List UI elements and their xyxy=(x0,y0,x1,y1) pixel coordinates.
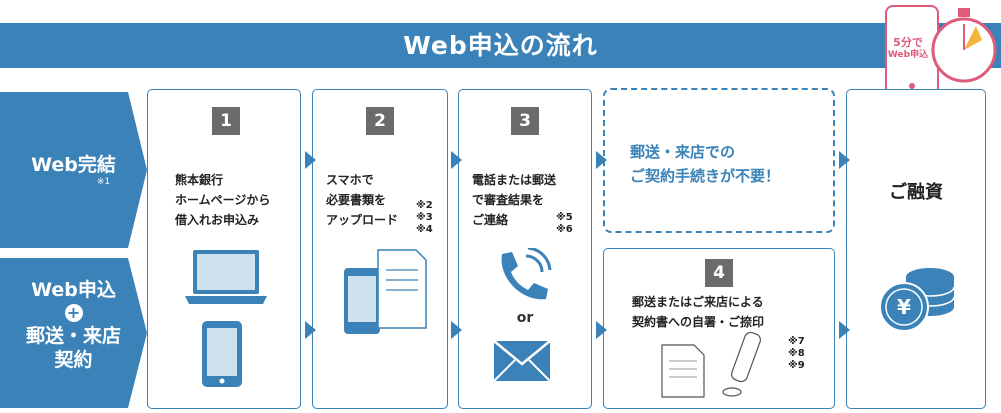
no-procedure-text: 郵送・来店での ご契約手続きが不要！ xyxy=(630,143,781,185)
step-4-number: 4 xyxy=(705,259,733,287)
step-3-number: 3 xyxy=(511,107,539,135)
web-complete-note: ※1 xyxy=(96,177,111,187)
final-loan-panel xyxy=(846,89,986,409)
step-1-text: 熊本銀行ホームページから借入れお申込み xyxy=(175,173,271,227)
web-complete-label: Web完結 xyxy=(31,154,116,176)
seal-stamp-icon xyxy=(722,331,761,397)
mail-store-label: 郵送・来店 xyxy=(25,325,121,347)
final-loan-label: ご融資 xyxy=(889,182,943,203)
phone-call-icon xyxy=(501,248,552,300)
arrow-step1-step2-top xyxy=(305,151,316,169)
svg-text:¥: ¥ xyxy=(897,295,911,319)
document-upload-icon xyxy=(344,249,427,334)
timer-badge-line1: 5分で xyxy=(893,36,923,49)
step-2-notes: ※2※3※4 xyxy=(416,200,433,235)
plus-icon: + xyxy=(64,304,83,322)
step-4-text: 郵送またはご来店による契約書への自署・ご捺印 xyxy=(632,295,765,329)
smartphone-icon xyxy=(202,321,242,387)
web-apply-label: Web申込 xyxy=(31,279,116,301)
arrow-step2-step3-top xyxy=(451,151,462,169)
step-3-notes: ※5※6 xyxy=(556,212,573,235)
step-4-notes: ※7※8※9 xyxy=(788,336,805,371)
laptop-icon xyxy=(185,250,267,304)
step-2-number: 2 xyxy=(366,107,394,135)
yen-coins-icon: ¥ xyxy=(879,268,955,332)
contract-document-icon xyxy=(661,344,705,398)
step-3-text: 電話または郵送で審査結果をご連絡 xyxy=(472,173,557,227)
contract-label: 契約 xyxy=(54,349,93,371)
timer-badge-line2: Web申込 xyxy=(887,50,929,60)
page-title: Web申込の流れ xyxy=(403,31,598,60)
arrow-step4-final xyxy=(839,321,850,339)
arrow-step1-step2-bottom xyxy=(305,321,316,339)
mail-envelope-icon xyxy=(493,340,551,382)
web-apply-label-box: Web申込 + 郵送・来店 契約 xyxy=(0,258,147,408)
step-2-text: スマホで必要書類をアップロード xyxy=(326,173,399,227)
header-banner xyxy=(0,23,1001,68)
step-2-panel xyxy=(312,89,448,409)
arrow-step3-step4 xyxy=(596,321,607,339)
web-complete-label-box: Web完結 ※1 xyxy=(0,92,147,248)
arrow-step3-noproc xyxy=(596,151,607,169)
arrow-noproc-final xyxy=(839,151,850,169)
stopwatch-icon xyxy=(885,5,997,95)
or-label: or xyxy=(516,310,534,326)
arrow-step2-step3-bottom xyxy=(451,321,462,339)
step-1-number: 1 xyxy=(212,107,240,135)
